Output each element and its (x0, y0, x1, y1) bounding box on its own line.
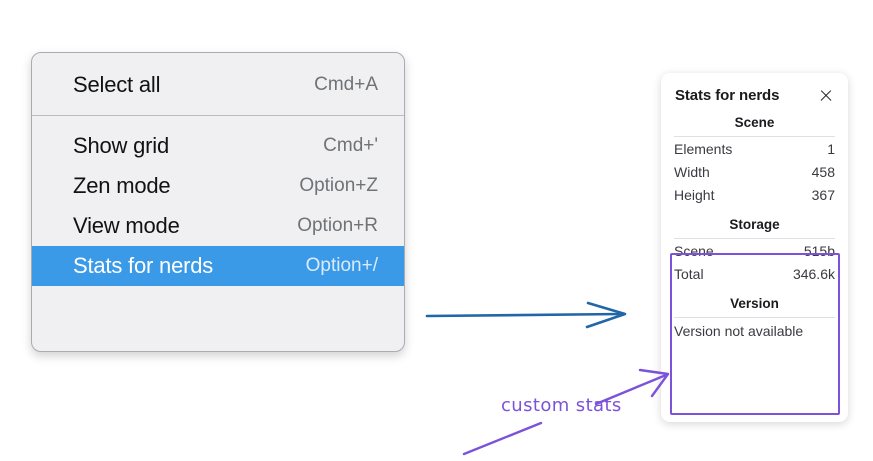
section-rule (674, 317, 835, 318)
menu-item-shortcut: Option+R (297, 215, 378, 236)
menu-separator (32, 115, 404, 116)
stats-panel-header: Stats for nerds (661, 73, 848, 104)
section-heading-scene: Scene (734, 115, 775, 130)
stats-row: Elements 1 (674, 137, 835, 160)
menu-item-shortcut: Cmd+' (323, 135, 378, 156)
stats-row: Scene 515b (674, 239, 835, 262)
purple-underline-stroke (462, 421, 543, 456)
stats-for-nerds-panel: Stats for nerds Scene Elements 1 Width 4… (661, 73, 848, 422)
close-icon[interactable] (818, 88, 834, 104)
version-note: Version not available (674, 323, 804, 339)
stats-panel-title: Stats for nerds (675, 87, 780, 104)
stats-row-key: Height (674, 187, 715, 203)
context-menu: Select all Cmd+A Show grid Cmd+' Zen mod… (31, 52, 405, 352)
stats-row-value: 458 (811, 164, 835, 180)
section-rule (674, 238, 835, 239)
context-menu-group-1: Select all Cmd+A (32, 53, 404, 115)
menu-item-view-mode[interactable]: View mode Option+R (32, 206, 404, 246)
stats-row-key: Total (674, 266, 704, 282)
menu-item-select-all[interactable]: Select all Cmd+A (32, 65, 404, 105)
menu-item-shortcut: Option+Z (299, 175, 378, 196)
context-menu-group-2: Show grid Cmd+' Zen mode Option+Z View m… (32, 116, 404, 295)
section-heading-storage: Storage (729, 217, 780, 232)
stats-row-key: Width (674, 164, 710, 180)
stats-row: Total 346.6k (674, 262, 835, 285)
menu-item-label: Show grid (73, 133, 170, 158)
menu-item-label: Stats for nerds (73, 253, 214, 278)
menu-item-label: Zen mode (73, 173, 171, 198)
stats-row: Height 367 (674, 183, 835, 206)
stats-row-key: Elements (674, 141, 733, 157)
menu-item-zen-mode[interactable]: Zen mode Option+Z (32, 166, 404, 206)
stats-row-value: 515b (803, 243, 835, 259)
stats-row-value: 1 (827, 141, 835, 157)
menu-item-label: View mode (73, 213, 180, 238)
stats-panel-body: Scene Elements 1 Width 458 Height 367 St… (661, 104, 848, 342)
menu-item-show-grid[interactable]: Show grid Cmd+' (32, 126, 404, 166)
stats-row-value: 346.6k (792, 266, 835, 282)
menu-item-label: Select all (73, 72, 161, 97)
blue-arrow (425, 301, 627, 329)
menu-item-shortcut: Cmd+A (314, 74, 378, 95)
section-rule (674, 136, 835, 137)
stats-row-key: Scene (674, 243, 714, 259)
menu-item-shortcut: Option+/ (305, 255, 378, 276)
section-heading-version: Version (730, 296, 779, 311)
annotation-label-custom-stats: custom stats (501, 395, 622, 416)
menu-item-stats-for-nerds[interactable]: Stats for nerds Option+/ (32, 246, 404, 286)
stats-row: Width 458 (674, 160, 835, 183)
stats-row-value: 367 (811, 187, 835, 203)
